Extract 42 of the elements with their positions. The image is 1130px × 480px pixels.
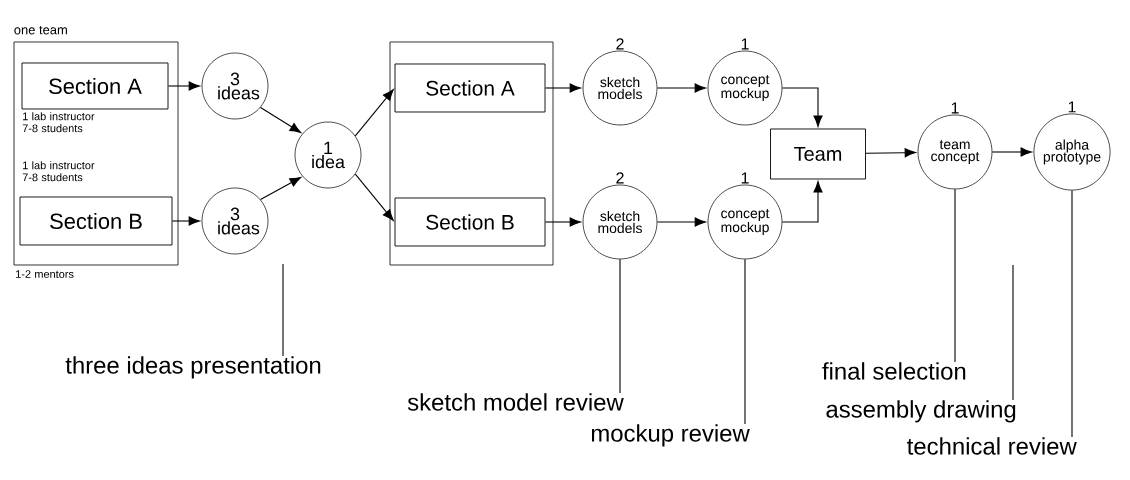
note-text: 1 lab instructor 7-8 students [22,112,95,133]
arrow [260,106,302,133]
arrow [544,217,581,227]
section-box: Team [770,128,866,180]
group-frame [389,41,554,266]
section-box: Section B [394,197,546,247]
arrow [656,217,706,227]
arrow [354,89,394,137]
count-label: 2 [616,38,624,50]
count-label: 1 [1068,101,1076,113]
arrow [781,181,823,223]
note-text: 1 lab instructor 7-8 students [22,161,95,182]
note-text: 1-2 mentors [16,270,74,278]
arrow [544,83,581,93]
leader-line [744,258,746,425]
review-label: three ideas presentation [65,356,321,379]
arrow [354,173,394,221]
leader-line [954,188,956,363]
arrow [260,176,302,201]
review-label: sketch model review [407,393,624,411]
leader-line [282,263,284,357]
section-box: Section A [394,63,546,113]
leader-line [1071,189,1073,438]
count-label: 1 [741,172,749,184]
leader-line [619,258,621,394]
section-box: Section B [19,196,173,246]
count-label: 1 [951,102,959,114]
count-label: 2 [616,172,624,184]
leader-line [1012,264,1014,401]
arrow [991,147,1032,157]
arrow [167,81,200,91]
arrow [656,83,706,93]
arrow [781,87,823,127]
review-label: technical review [907,437,1077,455]
section-box: Section A [21,62,169,110]
count-label: 1 [741,38,749,50]
review-label: mockup review [591,424,750,447]
arrow [865,148,916,158]
group-heading: one team [14,25,67,35]
review-label: final selection [822,362,966,380]
arrow [171,216,200,226]
review-label: assembly drawing [826,400,1016,423]
